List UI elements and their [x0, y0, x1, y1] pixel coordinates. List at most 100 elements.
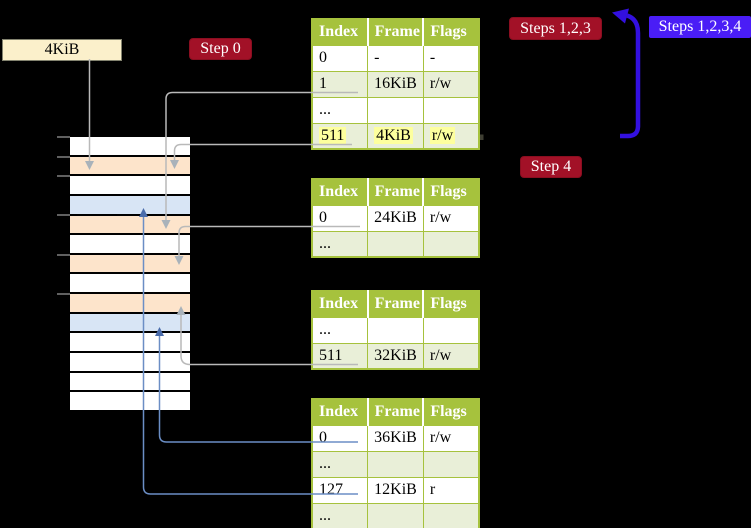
- step0-badge: Step 0: [189, 38, 252, 60]
- column-header: Flags: [423, 399, 479, 425]
- memory-frame-row: [70, 333, 190, 353]
- table-cell: [422, 450, 480, 478]
- table-cell: [422, 96, 480, 124]
- steps-123-badge: Steps 1,2,3: [509, 17, 602, 40]
- address-tick: [57, 136, 70, 138]
- column-header: Index: [312, 291, 369, 317]
- address-tick: [57, 175, 70, 177]
- memory-frame-row: [70, 372, 190, 393]
- column-header: Frame: [367, 291, 425, 317]
- table-cell: [367, 316, 424, 344]
- table-row: ...: [311, 96, 480, 124]
- address-tick: [57, 254, 70, 256]
- table-cell: 511: [311, 122, 369, 150]
- table-cell: 12KiB: [367, 476, 424, 504]
- address-tick: [57, 214, 70, 216]
- memory-frame-row: [70, 215, 190, 236]
- memory-frame-row: [70, 156, 190, 177]
- table-cell: ...: [311, 96, 369, 124]
- table-cell: [367, 450, 424, 478]
- table-row: 0--: [311, 44, 480, 72]
- column-header: Index: [312, 179, 369, 205]
- memory-frame-row: [70, 313, 190, 334]
- table-cell: 0: [311, 204, 369, 232]
- column-header: Flags: [423, 291, 479, 317]
- column-header: Flags: [423, 179, 479, 205]
- table-cell: ...: [311, 502, 369, 528]
- column-header: Frame: [367, 399, 425, 425]
- table-cell: ...: [311, 450, 369, 478]
- table-cell: ...: [311, 230, 369, 258]
- table-cell: r/w: [422, 204, 480, 232]
- table-cell: 127: [311, 476, 369, 504]
- memory-frame-row: [70, 137, 190, 157]
- table-cell: r/w: [422, 122, 480, 150]
- table-cell: 32KiB: [367, 342, 424, 370]
- table-cell: 36KiB: [367, 424, 424, 452]
- column-header: Frame: [367, 179, 425, 205]
- address-tick: [57, 156, 70, 158]
- table-cell: [367, 230, 424, 258]
- memory-frame-row: [70, 254, 190, 275]
- table-cell: [367, 96, 424, 124]
- memory-frame-row: [70, 176, 190, 196]
- memory-frame-row: [70, 235, 190, 255]
- memory-frame-row: [70, 274, 190, 294]
- table-cell: 24KiB: [367, 204, 424, 232]
- table-cell: r/w: [422, 70, 480, 98]
- steps-1234-badge: Steps 1,2,3,4: [649, 16, 751, 38]
- table-cell: ...: [311, 316, 369, 344]
- physical-memory-strip: [70, 137, 190, 412]
- memory-frame-row: [70, 294, 190, 314]
- table-cell: 1: [311, 70, 369, 98]
- table-cell: r/w: [422, 342, 480, 370]
- table-row: ...: [311, 450, 480, 478]
- table-cell: 16KiB: [367, 70, 424, 98]
- table-cell: r: [422, 476, 480, 504]
- highlighted-value: r/w: [429, 126, 456, 144]
- table-cell: [422, 316, 480, 344]
- memory-frame-row: [70, 352, 190, 373]
- column-header: Index: [312, 399, 369, 425]
- arrowhead-left-icon: [612, 8, 629, 24]
- table-row: 511 4KiB r/w: [311, 122, 480, 150]
- table-row: ...: [311, 502, 480, 528]
- address-tick: [57, 293, 70, 295]
- table-cell: r/w: [422, 424, 480, 452]
- table-cell: -: [422, 44, 480, 72]
- arrow-steps-loop: [620, 13, 641, 139]
- table-cell: [422, 230, 480, 258]
- table-cell: 0: [311, 424, 369, 452]
- memory-frame-row: [70, 195, 190, 216]
- column-header: Frame: [367, 19, 425, 45]
- table-row: ...: [311, 230, 480, 258]
- table-cell: 511: [311, 342, 369, 370]
- column-header: Flags: [423, 19, 479, 45]
- column-header: Index: [312, 19, 369, 45]
- table-edge-mark: [480, 134, 484, 140]
- step4-badge: Step 4: [520, 156, 582, 178]
- table-row: ...: [311, 316, 480, 344]
- table-cell: [367, 502, 424, 528]
- page-size-label: 4KiB: [2, 39, 122, 61]
- memory-frame-row: [70, 392, 190, 412]
- table-cell: 4KiB: [367, 122, 424, 150]
- table-cell: [422, 502, 480, 528]
- highlighted-value: 4KiB: [374, 126, 413, 144]
- table-cell: -: [367, 44, 424, 72]
- table-cell: 0: [311, 44, 369, 72]
